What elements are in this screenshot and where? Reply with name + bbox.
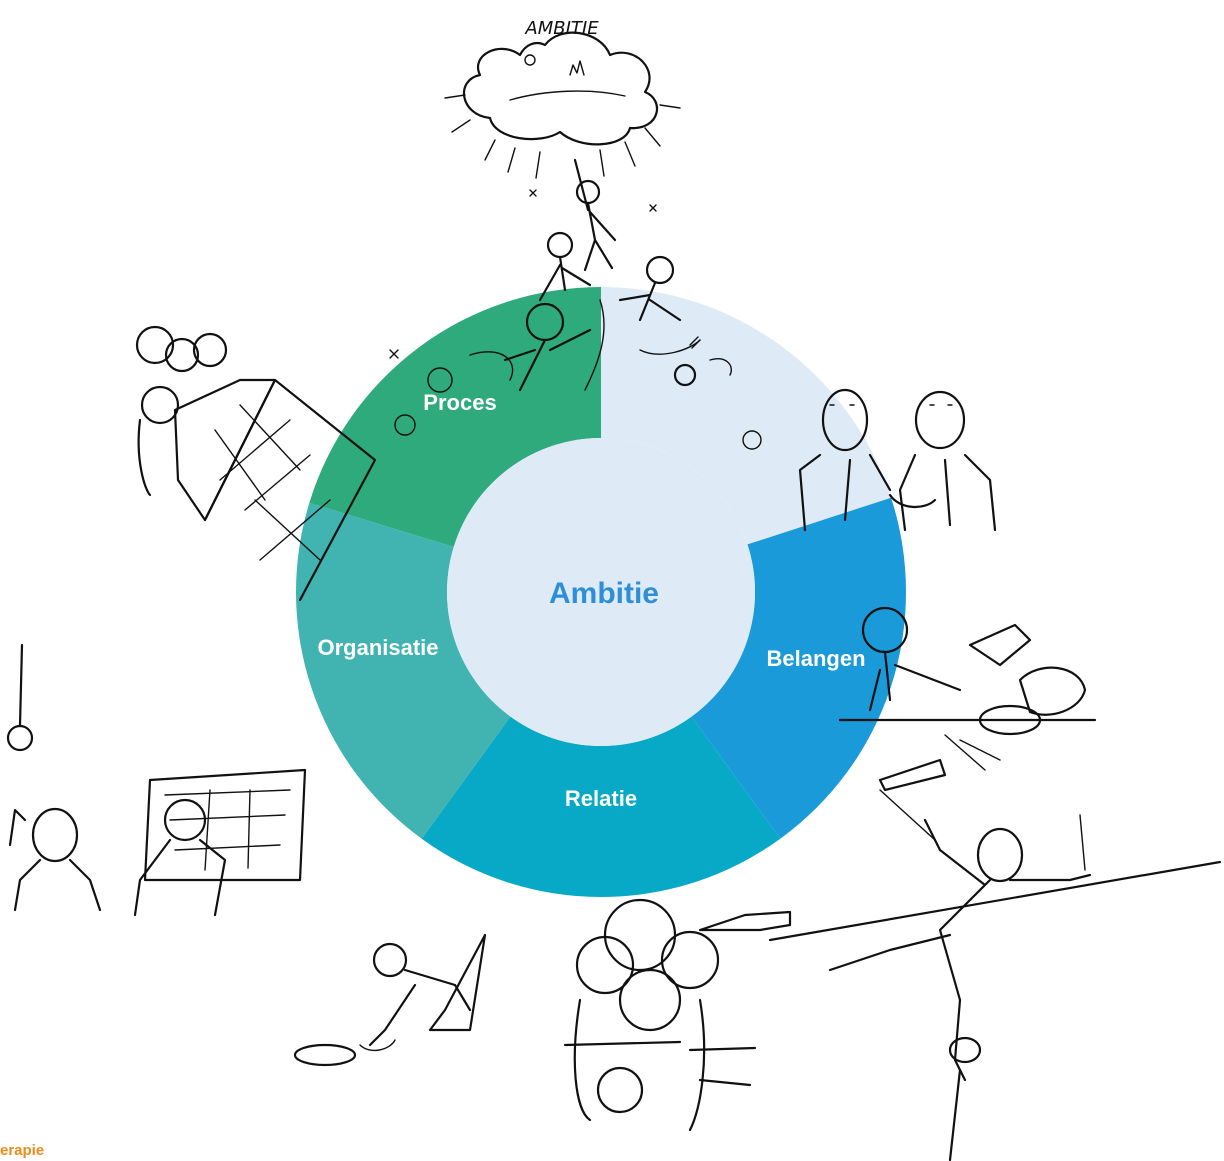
knight-illustration [838,606,1097,792]
ambition-cloud-illustration: AMBITIE [444,18,681,179]
segment-relatie [421,716,781,897]
label-belangen: Belangen [766,646,865,671]
sweeping-person-illustration [293,933,487,1067]
people-pyramid-illustration [389,158,762,450]
tightrope-walker-illustration [768,789,1222,1161]
label-organisatie: Organisatie [317,635,438,660]
center-label: Ambitie [549,577,659,610]
cloud-caption: AMBITIE [524,18,599,39]
label-proces: Proces [423,390,496,415]
ring [296,287,906,897]
segment-belangen [691,497,906,839]
armed-group-illustration [563,898,792,1132]
crowd-on-tower-illustration [135,325,377,602]
segment-organisatie [296,502,511,839]
presentation-board-illustration [6,643,307,917]
label-relatie: Relatie [565,786,637,811]
center-disc [447,438,755,746]
handshake-illustration [798,388,997,532]
segment-ambitie-top [601,287,892,545]
footer-brand-text: erapie [0,1142,44,1159]
